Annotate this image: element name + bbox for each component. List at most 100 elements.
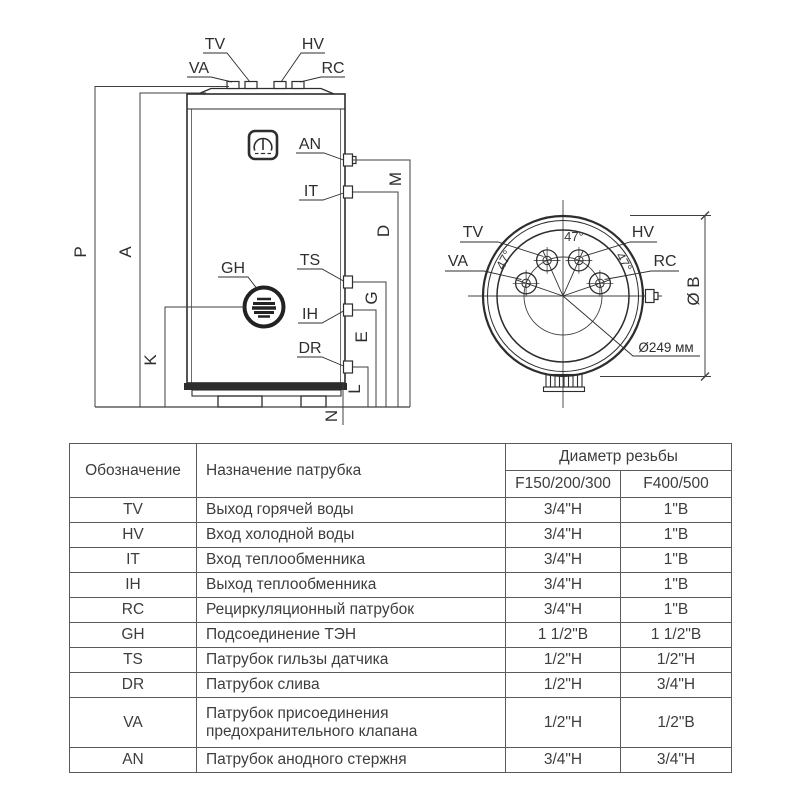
table-row-tv: TV Выход горячей воды 3/4"Н 1"В — [69, 497, 733, 523]
port-hv-top — [565, 247, 593, 274]
dim-g: G — [362, 291, 381, 304]
thread-d2-cell: 3/4"Н — [619, 672, 733, 698]
label-va-top: VA — [448, 253, 468, 270]
port-code-cell: IH — [69, 572, 197, 598]
side-stub — [644, 288, 659, 304]
side-view: TV HV VA RC AN IT TS IH DR GH P — [71, 36, 411, 425]
top-view-labels: TV HV VA RC 47° 47° 47° Ø B Ø249 мм — [448, 224, 703, 355]
top-view: TV HV VA RC 47° 47° 47° Ø B Ø249 мм — [445, 200, 711, 408]
thread-d1-cell: 3/4"Н — [505, 522, 621, 548]
dim-a: A — [116, 246, 135, 258]
thread-d1-cell: 1/2"Н — [505, 647, 621, 673]
thread-d1-cell: 1/2"Н — [505, 697, 621, 748]
tank-body — [184, 87, 347, 408]
thread-d2-cell: 1"В — [619, 522, 733, 548]
top-view-leaders — [445, 241, 679, 280]
dia-249-leader — [562, 295, 700, 357]
port-code-cell: VA — [69, 697, 197, 748]
label-dr: DR — [298, 340, 321, 357]
dim-d: D — [374, 225, 393, 237]
table-row-an: AN Патрубок анодного стержня 3/4"Н 3/4"Н — [69, 747, 733, 773]
port-rc — [291, 80, 305, 90]
thread-d1-cell: 3/4"Н — [505, 547, 621, 573]
label-tv: TV — [205, 36, 226, 53]
bottom-grille — [542, 373, 586, 393]
port-tv-top — [533, 247, 561, 274]
port-spokes — [515, 250, 700, 357]
dim-l: L — [345, 384, 364, 393]
port-code-cell: TV — [69, 497, 197, 523]
tank-foot-left — [217, 395, 263, 408]
port-va-top — [512, 269, 540, 297]
port-rc-top — [586, 269, 614, 297]
thread-d2-cell: 1"В — [619, 547, 733, 573]
gh-heating-element — [242, 285, 286, 329]
thermometer-gauge-icon — [247, 129, 279, 161]
port-purpose-cell: Патрубок слива — [196, 672, 506, 698]
table-row-va: VA Патрубок присоединения предохранитель… — [69, 697, 733, 748]
dim-k: K — [141, 354, 160, 366]
technical-drawing: TV HV VA RC AN IT TS IH DR GH P — [71, 36, 711, 425]
dim-e: E — [352, 331, 371, 342]
label-rc-top: RC — [653, 253, 676, 270]
table-row-dr: DR Патрубок слива 1/2"Н 3/4"Н — [69, 672, 733, 698]
port-purpose-cell: Выход горячей воды — [196, 497, 506, 523]
thread-d1-cell: 1/2"Н — [505, 672, 621, 698]
table-row-ts: TS Патрубок гильзы датчика 1/2"Н 1/2"Н — [69, 647, 733, 673]
dia-249-label: Ø249 мм — [638, 340, 693, 355]
dim-n: N — [322, 410, 341, 422]
spec-table-wrap: Обозначение Назначение патрубка Диаметр … — [69, 443, 733, 773]
bolt-circle-249 — [523, 256, 603, 336]
dim-m: M — [386, 172, 405, 186]
angle-top-label: 47° — [564, 229, 584, 244]
label-hv-top: HV — [632, 224, 655, 241]
port-ts — [342, 275, 354, 289]
thread-d2-cell: 1/2"Н — [619, 647, 733, 673]
port-code-cell: TS — [69, 647, 197, 673]
label-va: VA — [189, 60, 209, 77]
header-thread: Диаметр резьбы — [504, 443, 733, 471]
label-tv-top: TV — [463, 224, 484, 241]
port-purpose-cell: Подсоединение ТЭН — [196, 622, 506, 648]
thread-d2-cell: 1 1/2"В — [619, 622, 733, 648]
header-purpose: Назначение патрубка — [196, 443, 506, 498]
thread-d2-cell: 1"В — [619, 572, 733, 598]
table-row-gh: GH Подсоединение ТЭН 1 1/2"В 1 1/2"В — [69, 622, 733, 648]
port-it — [342, 185, 354, 199]
port-an — [342, 153, 354, 167]
port-purpose-cell: Вход холодной воды — [196, 522, 506, 548]
port-purpose-cell: Патрубок присоединения предохранительног… — [196, 697, 506, 748]
thread-d1-cell: 3/4"Н — [505, 497, 621, 523]
header-row-1: Обозначение Назначение патрубка Диаметр … — [69, 443, 733, 498]
label-it: IT — [304, 183, 318, 200]
port-tv — [244, 80, 258, 90]
port-code-cell: RC — [69, 597, 197, 623]
thread-d2-cell: 1"В — [619, 497, 733, 523]
port-code-cell: IT — [69, 547, 197, 573]
header-f150: F150/200/300 — [505, 470, 621, 498]
tank-foot-right — [300, 395, 327, 408]
thread-d1-cell: 3/4"Н — [505, 747, 621, 773]
top-view-ports — [512, 247, 614, 297]
top-ports — [226, 80, 305, 90]
dimension-labels: P A K M D G E L N — [71, 172, 405, 422]
port-purpose-cell: Патрубок анодного стержня — [196, 747, 506, 773]
dim-p: P — [71, 246, 90, 257]
thread-d2-cell: 3/4"Н — [619, 747, 733, 773]
thread-d1-cell: 3/4"Н — [505, 597, 621, 623]
header-f400: F400/500 — [619, 470, 733, 498]
table-row-ih: IH Выход теплообменника 3/4"Н 1"В — [69, 572, 733, 598]
label-gh: GH — [221, 260, 245, 277]
port-va — [226, 80, 240, 90]
port-code-cell: GH — [69, 622, 197, 648]
spec-table: Обозначение Назначение патрубка Диаметр … — [69, 443, 733, 773]
label-rc: RC — [321, 60, 344, 77]
side-view-labels: TV HV VA RC AN IT TS IH DR GH — [189, 36, 345, 357]
dia-b-label: Ø B — [684, 276, 703, 305]
header-row-2: F150/200/300 F400/500 — [70, 470, 733, 498]
port-ih — [342, 303, 354, 317]
thread-d1-cell: 3/4"Н — [505, 572, 621, 598]
label-ts: TS — [300, 252, 320, 269]
port-code-cell: AN — [69, 747, 197, 773]
